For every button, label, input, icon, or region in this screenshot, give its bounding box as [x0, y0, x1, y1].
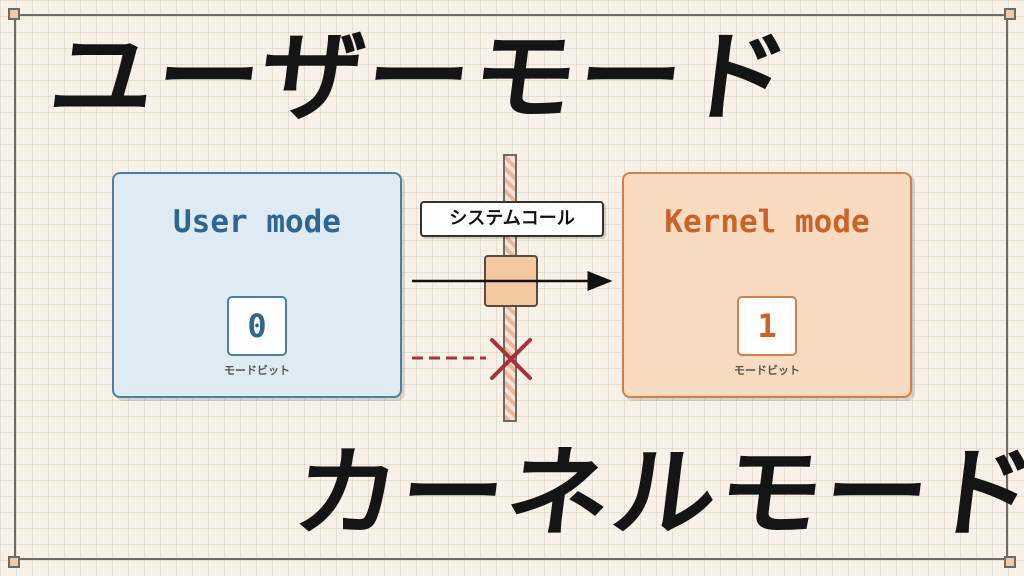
user-mode-bit: 0	[227, 296, 287, 356]
corner-top-left	[8, 8, 20, 20]
user-mode-box: User mode 0 モードビット	[112, 172, 402, 398]
user-mode-bit-caption: モードビット	[224, 364, 290, 377]
syscall-label: システムコール	[420, 201, 604, 237]
kernel-mode-label: Kernel mode	[664, 204, 870, 240]
frame-border	[14, 14, 1008, 560]
corner-bottom-left	[8, 556, 20, 568]
kernel-mode-box: Kernel mode 1 モードビット	[622, 172, 912, 398]
corner-top-right	[1004, 8, 1016, 20]
kernel-mode-bit: 1	[737, 296, 797, 356]
corner-bottom-right	[1004, 556, 1016, 568]
blocked-x-icon	[490, 338, 532, 380]
kernel-mode-bit-caption: モードビット	[734, 364, 800, 377]
user-mode-label: User mode	[173, 204, 341, 240]
